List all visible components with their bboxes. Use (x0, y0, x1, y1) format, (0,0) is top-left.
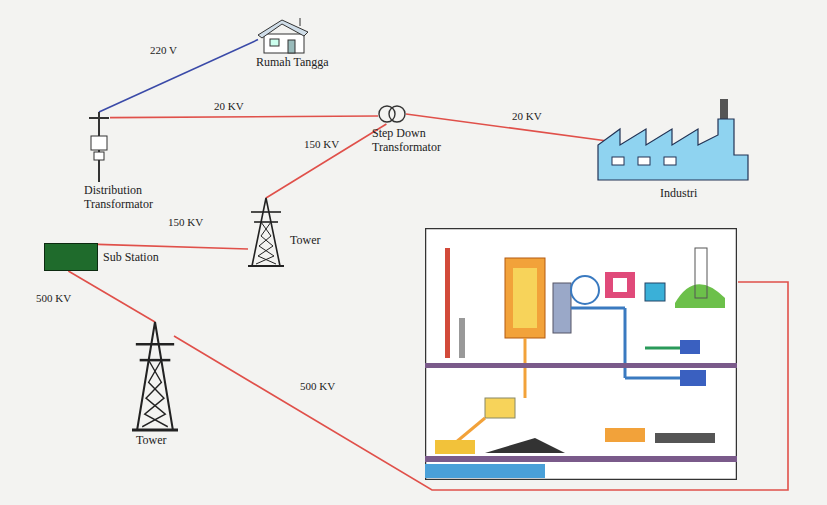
drawing-part (435, 440, 475, 454)
drawing-part (425, 363, 737, 368)
drawing-part (389, 106, 405, 122)
voltage-label: 220 V (150, 44, 177, 56)
power-line (406, 114, 613, 142)
power-line (266, 124, 386, 198)
drawing-part (553, 283, 571, 333)
node-label: Industri (660, 187, 697, 201)
drawing-part (426, 229, 737, 480)
drawing-part (248, 265, 284, 267)
voltage-label: 500 KV (36, 292, 71, 304)
drawing-part (675, 284, 725, 308)
drawing-part (571, 276, 599, 304)
node-label: Step Down Transformator (372, 127, 464, 155)
drawing-part (445, 248, 450, 358)
node-label: Tower (136, 434, 166, 448)
drawing-part (605, 428, 645, 442)
drawing-part (664, 157, 676, 165)
drawing-part (571, 307, 625, 310)
drawing-part (132, 322, 178, 430)
factory-node: Industri (598, 95, 748, 180)
drawing-part (505, 258, 545, 338)
drawing-part (264, 34, 304, 53)
drawing-part (598, 95, 748, 180)
house-node: Rumah Tangga (258, 18, 310, 54)
drawing-part (625, 377, 685, 380)
drawing-part (613, 278, 627, 292)
drawing-part (248, 198, 284, 266)
drawing-part (270, 39, 279, 46)
node-label: Tower (290, 234, 320, 248)
drawing-part (288, 40, 295, 53)
voltage-label: 150 KV (168, 216, 203, 228)
drawing-part (91, 136, 107, 150)
node-label: Rumah Tangga (256, 56, 329, 70)
drawing-part (459, 318, 465, 358)
drawing-part (94, 152, 104, 160)
drawing-part (137, 322, 173, 430)
power-line (99, 40, 258, 112)
drawing-part (378, 104, 406, 124)
drawing-part (44, 243, 98, 271)
pole-node: Distribution Transformator (88, 112, 110, 182)
drawing-part (612, 157, 624, 165)
tower-node: Tower (248, 198, 284, 266)
drawing-part (680, 340, 700, 354)
drawing-part (142, 360, 165, 427)
power-plant-illustration (425, 228, 737, 480)
sub-node: Sub Station (44, 243, 98, 271)
trafo-node: Step Down Transformator (378, 104, 406, 124)
drawing-part (252, 198, 280, 266)
power-line (68, 271, 155, 322)
drawing-part (136, 343, 174, 346)
drawing-part (258, 18, 310, 54)
drawing-part (258, 222, 276, 264)
drawing-part (485, 398, 515, 418)
drawing-part (379, 106, 395, 122)
voltage-label: 500 KV (300, 380, 335, 392)
voltage-label: 20 KV (214, 100, 244, 112)
drawing-part (254, 221, 278, 223)
voltage-label: 20 KV (512, 110, 542, 122)
drawing-part (485, 438, 565, 453)
node-label: Distribution Transformator (84, 184, 176, 212)
drawing-part (300, 18, 301, 26)
drawing-part (425, 456, 737, 462)
drawing-part (88, 112, 110, 182)
drawing-part (256, 222, 274, 264)
drawing-part (513, 268, 537, 328)
drawing-part (140, 359, 171, 362)
power-line (110, 116, 378, 118)
drawing-part (645, 347, 685, 350)
power-line (98, 244, 248, 249)
drawing-part (638, 157, 650, 165)
drawing-part (89, 117, 109, 119)
drawing-part (251, 211, 281, 213)
drawing-part (145, 360, 168, 427)
drawing-part (645, 283, 665, 301)
drawing-part (45, 244, 98, 271)
voltage-label: 150 KV (304, 138, 339, 150)
drawing-part (425, 464, 545, 478)
drawing-part (655, 433, 715, 443)
drawing-part (455, 418, 485, 443)
drawing-part (680, 370, 706, 386)
tower-node: Tower (132, 322, 178, 430)
drawing-part (598, 119, 748, 180)
node-label: Sub Station (103, 251, 159, 265)
drawing-part (132, 428, 178, 431)
drawing-part (605, 272, 635, 298)
drawing-part (695, 248, 707, 298)
